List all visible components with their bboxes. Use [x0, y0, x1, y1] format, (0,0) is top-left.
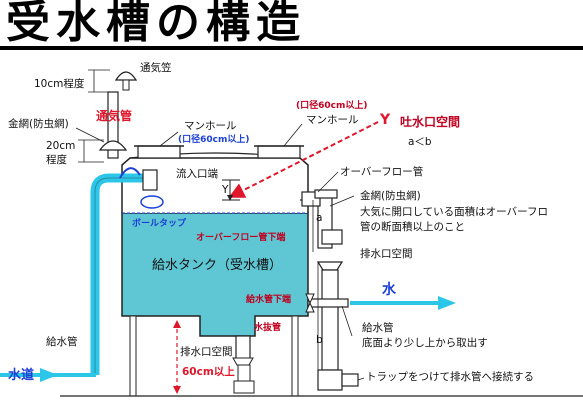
- y-mark-label: Y: [380, 112, 391, 128]
- about-label: 程度: [46, 154, 67, 166]
- air-gap-label: 吐水口空間: [400, 115, 461, 129]
- manhole-right-shape: [257, 145, 301, 159]
- drain-gap-bottom-label: 排水口空間: [180, 346, 233, 358]
- tank-top: [121, 157, 309, 213]
- vent-cap-shape: [114, 71, 138, 81]
- tank-water: [121, 212, 309, 337]
- manhole-left-label: マンホール: [184, 120, 237, 132]
- overflow-pipe-label: オーバーフロー管: [340, 166, 424, 178]
- ball-tap-shape: [140, 195, 164, 209]
- wire-mesh-left-label: 金網(防虫網): [8, 118, 69, 130]
- wire-mesh-right-label: 金網(防虫網): [360, 190, 421, 202]
- cm60-label: 60cm以上: [182, 366, 235, 378]
- water-out-label: 水: [382, 282, 396, 298]
- title-underline: [0, 46, 583, 50]
- y-dim-label: Y: [222, 184, 229, 196]
- drain-gap-right-label: 排水口空間: [360, 248, 413, 260]
- height-20cm-label: 20cm: [46, 140, 76, 152]
- open-area-note-line2: 管の断面積以上のこと: [360, 221, 465, 233]
- vent-pipe-shape: [107, 91, 119, 159]
- manhole-left-shape: [137, 145, 181, 159]
- a-lt-b-label: a＜b: [408, 136, 432, 148]
- from-bottom-label: 底面より少し上から取出す: [362, 337, 488, 349]
- vent-height-label: 10cm程度: [34, 78, 85, 90]
- supply-pipe-lower-end-label: 給水管下端: [246, 295, 292, 305]
- manhole-right-diameter: (口径60cm以上): [296, 101, 368, 111]
- air-gap-arrow: [228, 121, 379, 198]
- dim-a-label: a: [316, 212, 323, 224]
- manhole-right-label: マンホール: [306, 114, 359, 126]
- page-title: 受水槽の構造: [6, 0, 306, 48]
- inlet-end-label: 流入口端: [176, 168, 218, 180]
- tank-name-label: 給水タンク（受水槽）: [152, 258, 283, 273]
- ball-tap-label: ボールタップ: [132, 219, 187, 229]
- supply-pipe-right-label: 給水管: [362, 322, 394, 334]
- vent-pipe-label: 通気管: [96, 109, 133, 123]
- drain-pipe-shape: [235, 335, 251, 361]
- open-area-note-line1: 大気に開口している面積はオーバーフロ: [360, 206, 548, 218]
- manhole-left-diameter: (口径60cm以上): [178, 135, 250, 145]
- city-water-label: 水道: [8, 368, 35, 383]
- supply-pipe-left-label: 給水管: [46, 336, 78, 348]
- supply-pipe: [90, 173, 146, 375]
- overflow-lower-end-label: オーバーフロー管下端: [196, 233, 286, 243]
- trap-note-label: トラップをつけて排水管へ接続する: [366, 371, 534, 383]
- drain-pipe-label: 水抜管: [254, 323, 282, 333]
- vent-cap-label: 通気笠: [140, 62, 172, 74]
- dim-b-label: b: [316, 334, 323, 346]
